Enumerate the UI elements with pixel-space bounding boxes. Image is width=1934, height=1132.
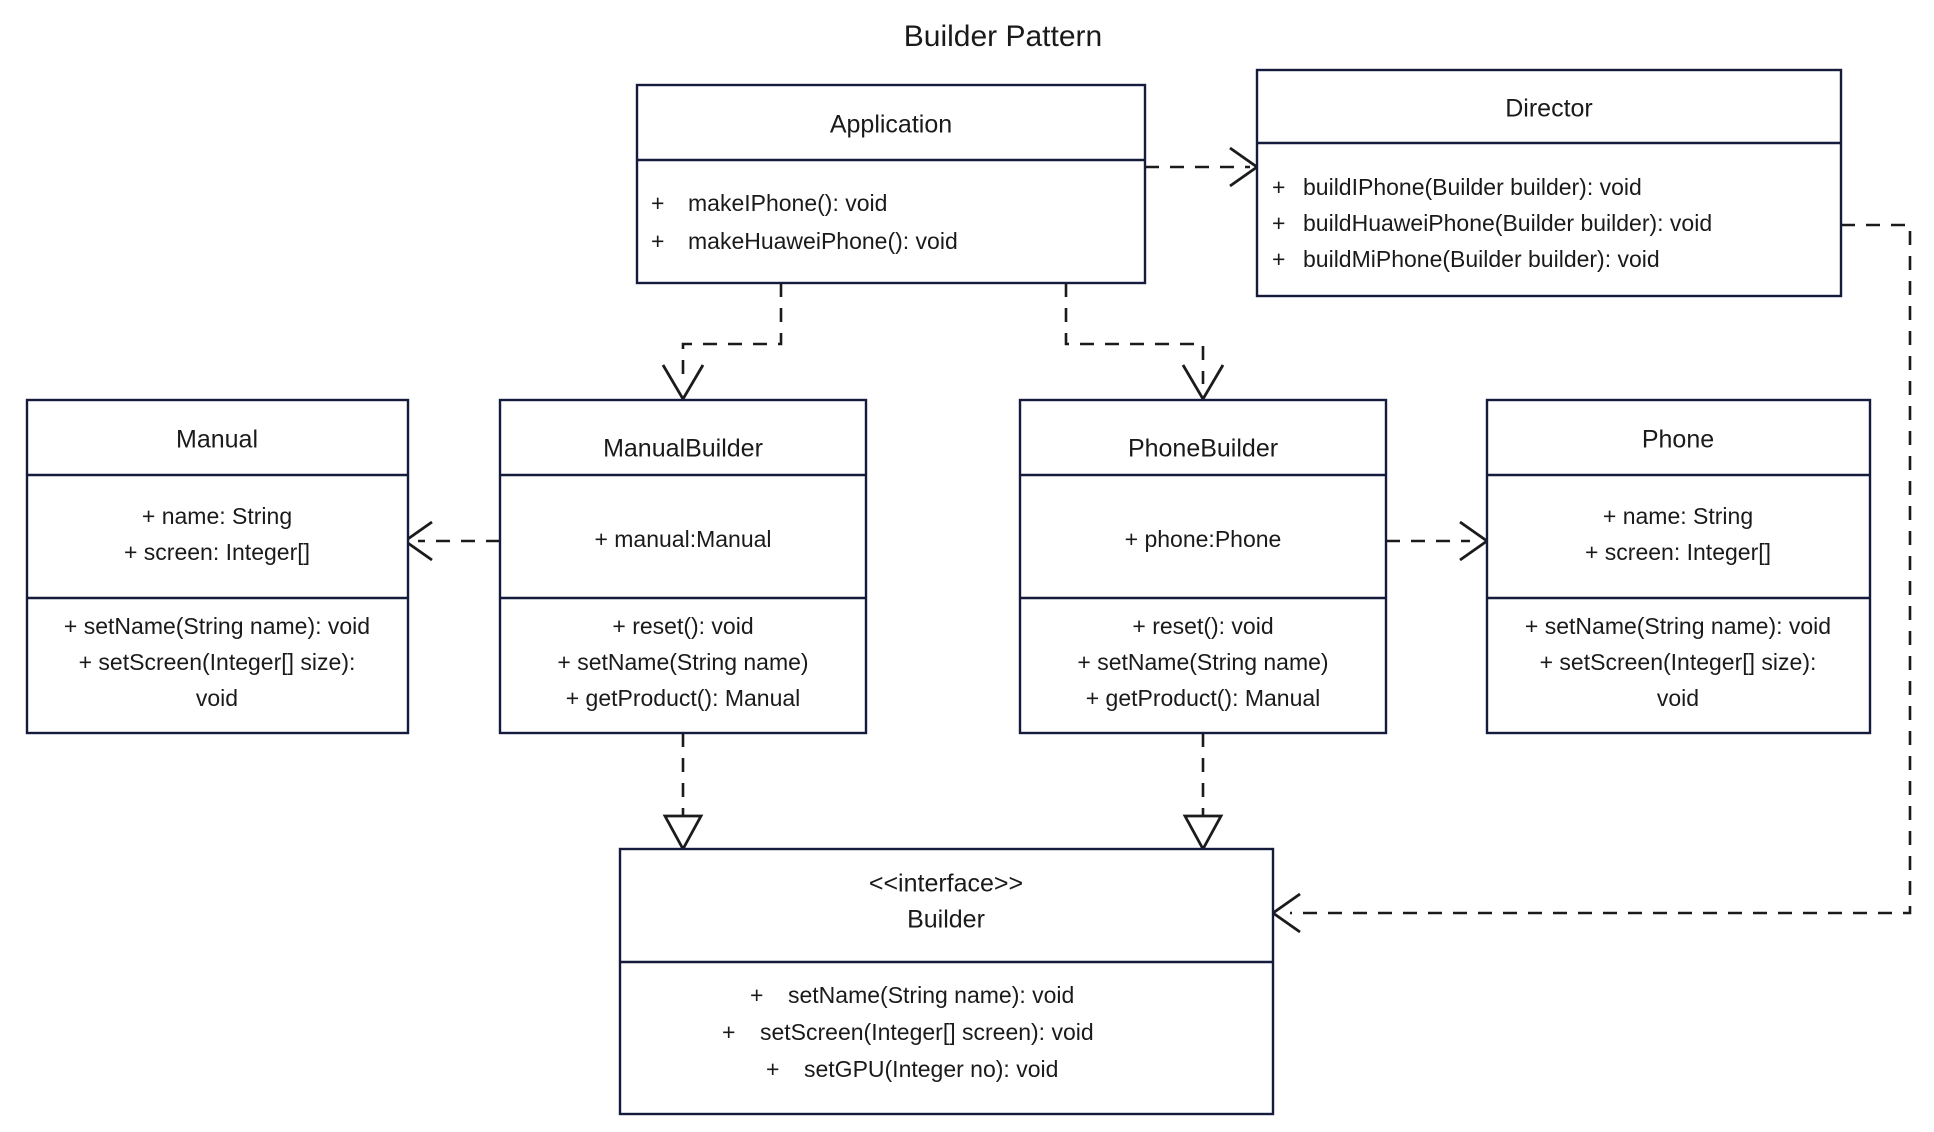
page-title: Builder Pattern	[904, 20, 1102, 53]
class-member: + getProduct(): Manual	[566, 685, 801, 711]
class-member: + phone:Phone	[1125, 526, 1282, 552]
class-stereotype: <<interface>>	[869, 870, 1023, 898]
visibility-marker: +	[1272, 174, 1285, 200]
class-member: + setName(String name): void	[64, 613, 370, 639]
class-box-manualbuilder[interactable]: ManualBuilder + manual:Manual + reset():…	[498, 398, 868, 735]
class-box-manual[interactable]: Manual + name: String + screen: Integer[…	[25, 398, 410, 735]
class-name-director: Director	[1505, 95, 1593, 123]
link-manualbuilder-to-manual	[402, 520, 500, 562]
class-member: void	[1657, 685, 1699, 711]
class-name-manual: Manual	[176, 426, 258, 454]
class-member: + screen: Integer[]	[1585, 539, 1771, 565]
visibility-marker: +	[1272, 210, 1285, 236]
link-application-to-director	[1145, 146, 1260, 188]
class-box-builder-interface[interactable]: <<interface>> Builder + setName(String n…	[618, 847, 1275, 1116]
visibility-marker: +	[722, 1019, 735, 1045]
class-member: makeIPhone(): void	[688, 190, 887, 216]
class-member: + setScreen(Integer[] size):	[1540, 649, 1817, 675]
class-member: + reset(): void	[1132, 613, 1273, 639]
class-member: + setName(String name)	[557, 649, 808, 675]
class-box-phonebuilder[interactable]: PhoneBuilder + phone:Phone + reset(): vo…	[1018, 398, 1388, 735]
class-name-manualbuilder: ManualBuilder	[603, 435, 763, 463]
link-manualbuilder-realizes-builder	[662, 733, 704, 852]
class-name-builder: Builder	[907, 906, 985, 934]
class-member: + getProduct(): Manual	[1086, 685, 1321, 711]
class-box-director[interactable]: Director + buildIPhone(Builder builder):…	[1255, 68, 1843, 298]
class-name-phonebuilder: PhoneBuilder	[1128, 435, 1278, 463]
class-box-application[interactable]: Application + makeIPhone(): void + makeH…	[635, 83, 1147, 285]
class-member: + setScreen(Integer[] size):	[79, 649, 356, 675]
class-member: + reset(): void	[612, 613, 753, 639]
class-member: makeHuaweiPhone(): void	[688, 228, 958, 254]
visibility-marker: +	[766, 1056, 779, 1082]
class-member: setGPU(Integer no): void	[804, 1056, 1058, 1082]
link-phonebuilder-to-phone	[1386, 520, 1490, 562]
visibility-marker: +	[750, 982, 763, 1008]
class-member: setName(String name): void	[788, 982, 1074, 1008]
class-name-application: Application	[830, 111, 952, 139]
class-member: + name: String	[1603, 503, 1753, 529]
visibility-marker: +	[1272, 246, 1285, 272]
class-member: setScreen(Integer[] screen): void	[760, 1019, 1094, 1045]
class-name-phone: Phone	[1642, 426, 1714, 454]
class-member: void	[196, 685, 238, 711]
class-member: + setName(String name)	[1077, 649, 1328, 675]
class-member: buildMiPhone(Builder builder): void	[1303, 246, 1660, 272]
link-phonebuilder-realizes-builder	[1182, 733, 1224, 852]
link-application-to-manualbuilder	[661, 283, 783, 402]
class-member: buildHuaweiPhone(Builder builder): void	[1303, 210, 1712, 236]
class-member: + name: String	[142, 503, 292, 529]
link-application-to-phonebuilder	[1064, 283, 1225, 402]
class-box-phone[interactable]: Phone + name: String + screen: Integer[]…	[1485, 398, 1872, 735]
visibility-marker: +	[651, 190, 664, 216]
class-member: + screen: Integer[]	[124, 539, 310, 565]
visibility-marker: +	[651, 228, 664, 254]
class-member: + manual:Manual	[594, 526, 771, 552]
class-member: buildIPhone(Builder builder): void	[1303, 174, 1642, 200]
class-member: + setName(String name): void	[1525, 613, 1831, 639]
